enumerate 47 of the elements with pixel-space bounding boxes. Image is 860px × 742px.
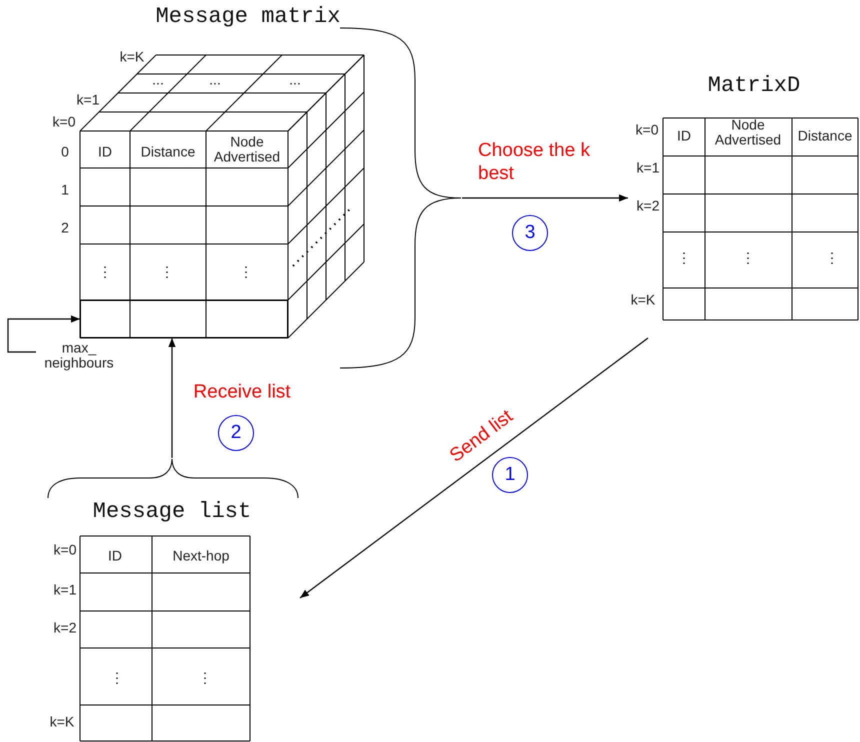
annotation-text: max_ neighbours [43,340,115,372]
arrow [300,338,648,598]
ellipsis: ⋮ [825,250,839,266]
layer-label: k=1 [76,92,100,108]
row-label: k=K [630,292,656,308]
heading: Message matrix [156,4,340,30]
column-header: Node Advertised [714,118,782,148]
ellipsis: ... [152,72,164,88]
row-label: k=0 [54,542,76,558]
arrow [7,315,80,353]
row-label: 2 [61,220,69,236]
arrow [168,338,176,458]
row-label: k=2 [636,198,660,214]
step-number: 3 [512,215,548,251]
table-row [80,300,288,338]
column-header: ID [98,144,112,160]
column-header: ID [108,548,122,564]
column-header: Node Advertised [212,134,282,166]
column-header: Next-hop [172,548,230,564]
row-label: k=1 [54,582,76,598]
layer-label: k=0 [52,114,76,130]
ellipsis: ... [209,72,221,88]
step-number: 2 [218,415,254,451]
ellipsis: ⋮ [198,670,212,686]
column-header: Distance [140,144,196,160]
ellipsis: ⋮ [677,250,691,266]
layer-label: k=K [120,49,144,65]
heading: Message list [92,500,252,524]
column-header: Distance [798,128,852,144]
ellipsis: ⋮ [110,670,124,686]
heading: MatrixD [708,74,800,98]
ellipsis: ⋮ [160,264,174,280]
arrow [462,194,628,202]
edge-label: Receive list [193,382,291,404]
row-label: k=1 [636,160,660,176]
step-number: 1 [492,457,528,493]
row-label: k=2 [54,620,76,636]
row-label: 0 [61,144,69,160]
ellipsis: ⋮ [239,264,253,280]
ellipsis: ⋮ [741,250,755,266]
ellipsis: ⋮ [98,264,112,280]
row-label: k=0 [636,122,658,138]
edge-label: Choose the k best [478,140,590,186]
column-header: ID [677,128,691,144]
ellipsis: ... [289,72,301,88]
row-label: 1 [61,182,69,198]
row-label: k=K [50,714,74,730]
